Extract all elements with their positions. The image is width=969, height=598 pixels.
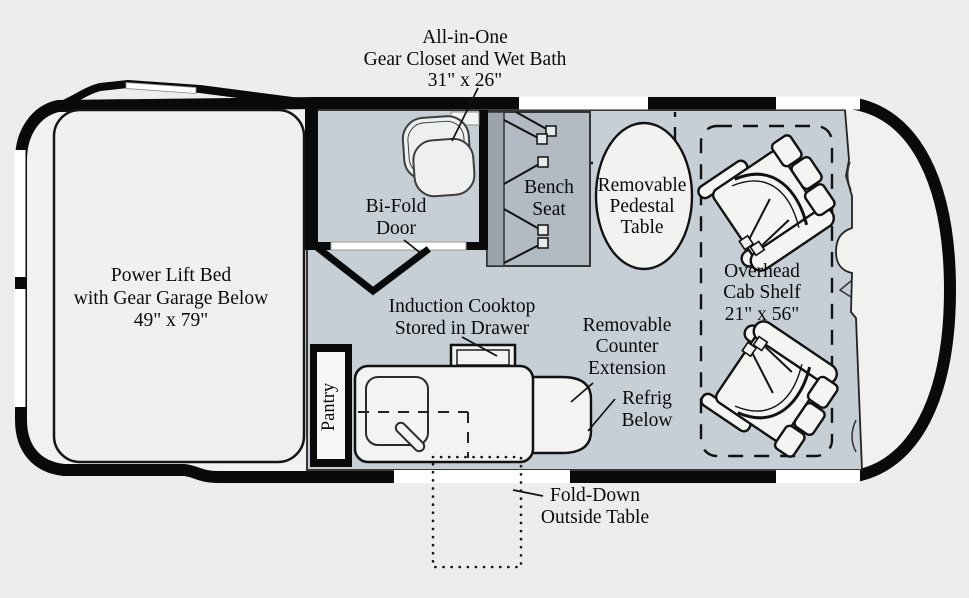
wet-bath-bottom-wall-right (466, 242, 488, 250)
power-lift-bed (52, 108, 306, 464)
label-cooktop-2: Stored in Drawer (395, 318, 530, 339)
kitchen (353, 343, 593, 464)
top-window-cab (776, 96, 860, 110)
rear-door-window-upper (14, 150, 26, 277)
label-bed-1: Power Lift Bed (111, 265, 231, 286)
labels: All-in-One Gear Closet and Wet Bath 31" … (74, 27, 801, 528)
leader-lines (403, 87, 616, 497)
toilet (401, 115, 476, 198)
label-bench-1: Bench (524, 177, 574, 198)
label-gear-bath-1: All-in-One (422, 27, 508, 48)
label-gear-bath-3: 31" x 26" (428, 70, 502, 91)
label-cab-shelf-1: Overhead (724, 261, 800, 282)
label-pedestal-1: Removable (598, 175, 687, 196)
bench-seat (486, 111, 591, 267)
pantry (310, 344, 352, 467)
label-cab-shelf-2: Cab Shelf (723, 282, 801, 303)
leader-fold-table (512, 489, 544, 497)
bifold-door (313, 243, 431, 296)
counter-extension (529, 375, 593, 455)
label-gear-bath-2: Gear Closet and Wet Bath (364, 49, 567, 70)
faucet (394, 421, 426, 453)
label-pedestal-2: Pedestal (610, 196, 676, 217)
label-bed-2: with Gear Garage Below (74, 288, 268, 309)
label-fold-table-2: Outside Table (541, 507, 649, 528)
bottom-window-cab (776, 470, 860, 483)
label-pedestal-3: Table (620, 217, 663, 238)
label-fold-table-1: Fold-Down (550, 485, 640, 506)
leader-cooktop (461, 336, 498, 357)
label-bed-3: 49" x 79" (134, 310, 208, 331)
rear-door-window-lower (14, 289, 26, 407)
pedestal-table (594, 121, 694, 271)
label-bench-2: Seat (532, 199, 566, 220)
wet-bath-right-wall (479, 110, 488, 248)
fold-down-table-outline (431, 455, 523, 569)
top-window-galley (519, 96, 648, 110)
seat-belts (503, 111, 557, 264)
label-bifold-1: Bi-Fold (366, 196, 427, 217)
rear-roof-window (125, 82, 197, 94)
label-cooktop-1: Induction Cooktop (389, 296, 536, 317)
leader-gear-bath (451, 87, 479, 142)
label-cab-shelf-3: 21" x 56" (725, 304, 799, 325)
wet-bath-left-wall (305, 103, 318, 250)
label-counter-ext-2: Counter (596, 336, 659, 357)
dashboard-marks (838, 161, 857, 453)
label-refrig-2: Below (622, 410, 673, 431)
wet-bath (305, 103, 488, 296)
bench-seat-back (486, 111, 505, 267)
sliding-door-opening (394, 470, 570, 483)
leader-counter-ext (570, 382, 594, 403)
label-counter-ext-1: Removable (583, 315, 672, 336)
label-refrig-1: Refrig (622, 388, 672, 409)
label-pantry: Pantry (319, 382, 339, 431)
label-counter-ext-3: Extension (588, 358, 666, 379)
leader-refrig (587, 398, 616, 432)
label-bifold-2: Door (376, 218, 417, 239)
leader-bifold (403, 239, 424, 256)
wet-bath-door-opening (330, 241, 467, 251)
cab-shelf-outline (699, 124, 834, 458)
